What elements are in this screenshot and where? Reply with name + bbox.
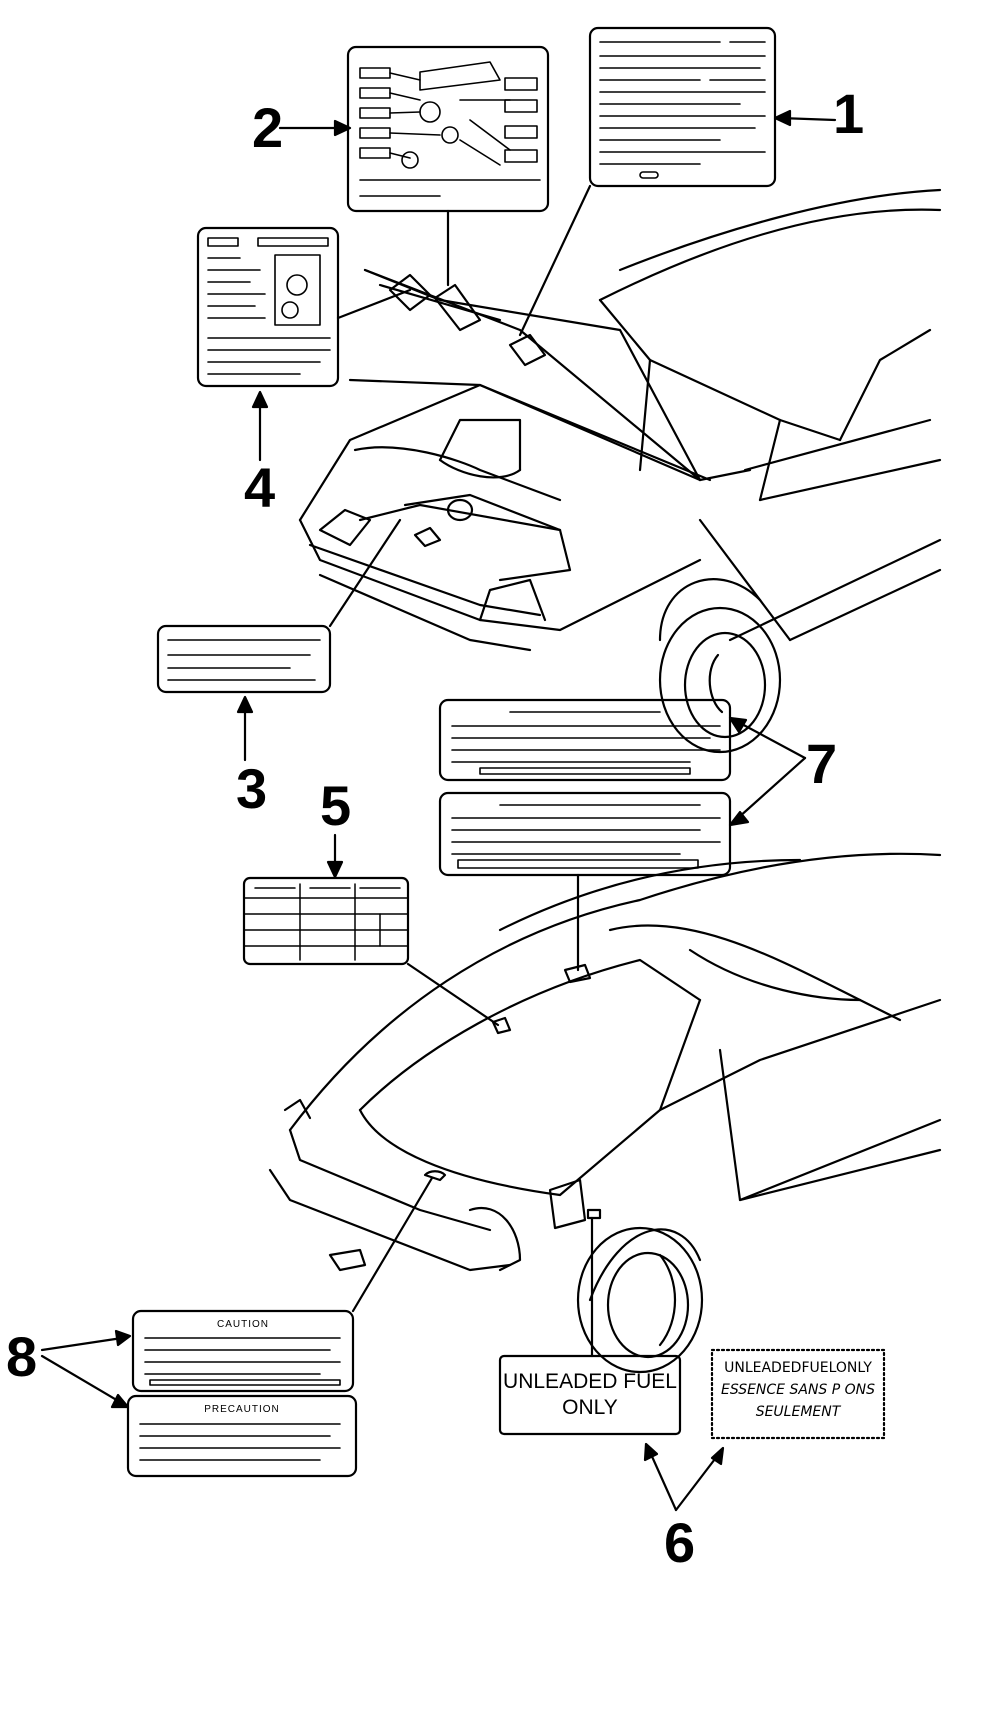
callout-8: 8	[6, 1325, 37, 1388]
label-4-belt-routing	[196, 226, 412, 388]
label-5-tire-info	[242, 876, 500, 1027]
unleaded-fuel-line2: ONLY	[562, 1396, 618, 1419]
unleaded-fuel-line1: UNLEADED FUEL	[503, 1370, 677, 1393]
caution-label-title: CAUTION	[217, 1319, 269, 1330]
leader-lines	[40, 109, 837, 1512]
label-2-vacuum-diagram	[346, 45, 550, 287]
label-3-coolant-info	[156, 518, 402, 694]
callout-2: 2	[252, 96, 283, 159]
label-6-group	[498, 1216, 886, 1440]
callout-1: 1	[833, 82, 864, 145]
bilingual-fuel-line1: UNLEADEDFUELONLY	[724, 1360, 872, 1376]
bottom-car-illustration	[268, 852, 942, 1374]
label-8-group	[126, 1176, 434, 1478]
bilingual-fuel-line3: SEULEMENT	[756, 1404, 842, 1420]
callout-6: 6	[664, 1511, 695, 1574]
callout-7: 7	[806, 732, 837, 795]
label-1-emission-info	[518, 26, 777, 337]
label-7-group	[438, 698, 732, 972]
top-car-illustration	[298, 188, 942, 754]
callout-5: 5	[320, 774, 351, 837]
callout-4: 4	[244, 456, 275, 519]
precaution-label-title: PRECAUTION	[204, 1404, 280, 1415]
callout-3: 3	[236, 757, 267, 820]
bilingual-fuel-line2: ESSENCE SANS P ONS	[721, 1382, 875, 1398]
